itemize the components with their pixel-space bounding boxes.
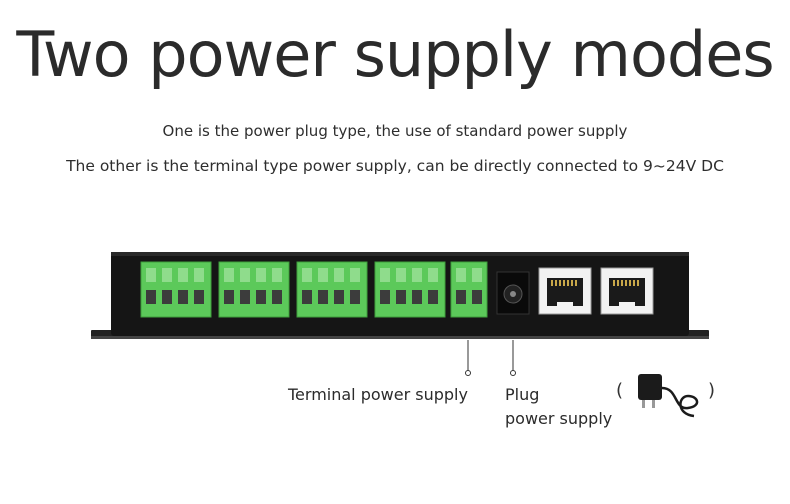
terminal-block-4 — [374, 261, 446, 318]
subtitle-line-2: The other is the terminal type power sup… — [66, 157, 724, 175]
terminal-block-3 — [296, 261, 368, 318]
power-adapter-icon — [638, 374, 699, 418]
paren-close: ) — [708, 380, 716, 401]
controller-device — [91, 252, 709, 339]
label-terminal-power-supply: Terminal power supply — [288, 385, 468, 404]
subtitle-line-1: One is the power plug type, the use of s… — [162, 122, 628, 140]
rj45-port-1 — [538, 267, 592, 315]
page-title: Two power supply modes — [16, 18, 774, 91]
terminal-block-2 — [218, 261, 290, 318]
terminal-block-1 — [140, 261, 212, 318]
callout-terminal-dot — [465, 370, 471, 376]
paren-open: ( — [616, 380, 624, 401]
dc-jack — [496, 271, 530, 315]
terminal-block-power — [450, 261, 488, 318]
power-adapter-figure: ( ) — [616, 366, 716, 422]
label-power-supply: power supply — [505, 409, 613, 428]
rj45-port-2 — [600, 267, 654, 315]
callout-plug-dot — [510, 370, 516, 376]
label-plug: Plug — [505, 385, 540, 404]
